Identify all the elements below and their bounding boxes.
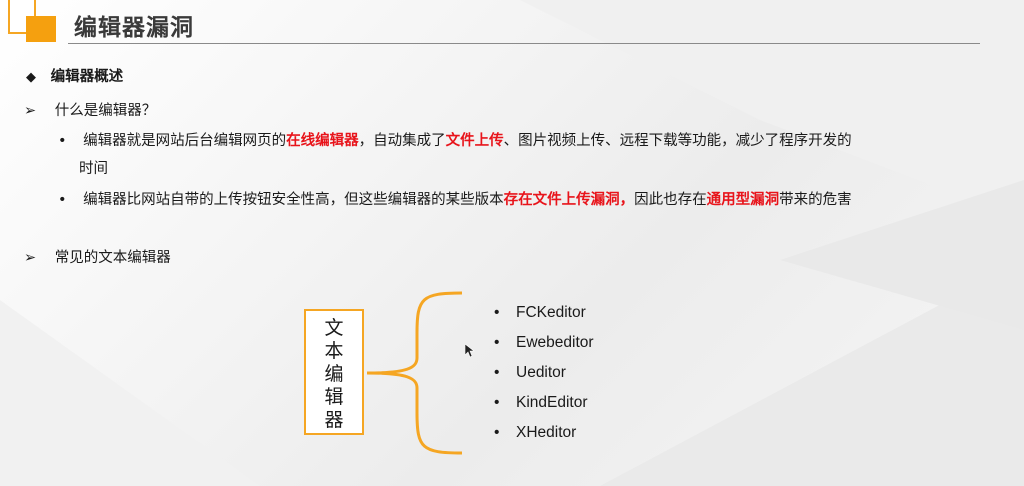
question-what-is-editor: ➢ 什么是编辑器？ (24, 101, 156, 121)
list-item: • Ueditor (494, 364, 566, 382)
question-text: 常见的文本编辑器 (54, 250, 171, 266)
bullet-dot-icon: • (494, 424, 500, 441)
bullet-dot-icon: • (58, 192, 67, 208)
label-char: 辑 (324, 386, 344, 408)
question-common-editors: ➢ 常见的文本编辑器 (24, 248, 171, 268)
section-heading: ◆ 编辑器概述 (26, 67, 123, 88)
bullet-dot-icon: • (494, 394, 500, 411)
label-char: 器 (324, 409, 344, 431)
p2-highlight-generic-vuln: 通用型漏洞 (706, 192, 780, 208)
paragraph-2: • 编辑器比网站自带的上传按钮安全性高，但这些编辑器的某些版本存在文件上传漏洞，… (58, 190, 852, 210)
bullet-dot-icon: • (494, 304, 500, 321)
p2-highlight-upload-vuln: 存在文件上传漏洞， (503, 192, 635, 208)
editor-name: KindEditor (516, 394, 588, 411)
p1-text-2: ，自动集成了 (358, 133, 446, 149)
diamond-marker-icon: ◆ (26, 70, 36, 85)
list-item: • XHeditor (494, 424, 576, 442)
curly-brace-icon (366, 291, 463, 455)
editor-name: FCKeditor (516, 304, 586, 321)
list-item: • KindEditor (494, 394, 588, 412)
editor-name: Ueditor (516, 364, 566, 381)
list-item: • FCKeditor (494, 304, 586, 322)
bullet-dot-icon: • (494, 334, 500, 351)
label-char: 文 (324, 317, 344, 339)
p2-text-1: 编辑器比网站自带的上传按钮安全性高，但这些编辑器的某些版本 (83, 192, 504, 208)
paragraph-1-line-1: • 编辑器就是网站后台编辑网页的在线编辑器，自动集成了文件上传、图片视频上传、远… (58, 131, 852, 151)
p1-text-1: 编辑器就是网站后台编辑网页的 (83, 133, 287, 149)
mouse-cursor-icon (465, 344, 475, 358)
bullet-dot-icon: • (494, 364, 500, 381)
title-divider (68, 43, 980, 44)
p1-highlight-file-upload: 文件上传 (445, 133, 504, 149)
label-char: 编 (324, 363, 344, 385)
page-title: 编辑器漏洞 (74, 15, 194, 41)
arrow-marker-icon: ➢ (24, 103, 37, 119)
bullet-dot-icon: • (58, 133, 67, 149)
p2-text-2: 因此也存在 (634, 192, 707, 208)
list-item: • Ewebeditor (494, 334, 594, 352)
editor-name: XHeditor (516, 424, 577, 441)
p2-text-3: 带来的危害 (779, 192, 852, 208)
paragraph-1-line-2: 时间 (79, 161, 108, 177)
arrow-marker-icon: ➢ (24, 250, 37, 266)
header-accent-block (26, 16, 56, 42)
editor-name: Ewebeditor (516, 334, 594, 351)
label-char: 本 (324, 340, 344, 362)
question-text: 什么是编辑器？ (54, 103, 157, 119)
p1-text-3: 、图片视频上传、远程下载等功能，减少了程序开发的 (503, 133, 852, 149)
text-editor-label-box: 文 本 编 辑 器 (304, 309, 364, 435)
section-heading-text: 编辑器概述 (50, 69, 124, 85)
p1-highlight-online-editor: 在线编辑器 (286, 133, 359, 149)
